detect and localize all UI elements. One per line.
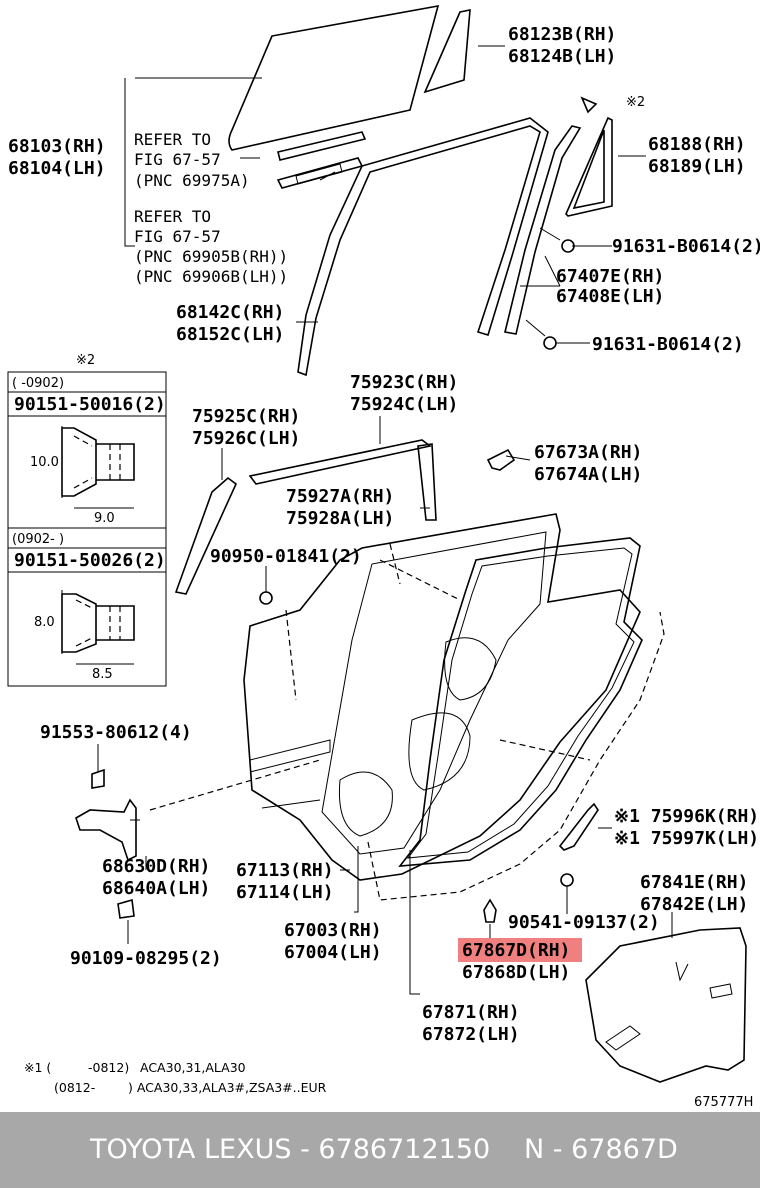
belt-clip xyxy=(295,163,343,185)
label-68123b: 68123B(RH) xyxy=(508,24,616,45)
clip-67867d-drawing xyxy=(483,898,497,923)
label-75927a: 75927A(RH) xyxy=(286,486,394,507)
glass-run-drawing xyxy=(297,117,549,377)
hole-cover-drawing xyxy=(585,927,747,1083)
inset-row1-dim-h: 10.0 xyxy=(30,455,59,470)
label-67871: 67871(RH) xyxy=(422,1002,520,1023)
belt-moulding-strip-2 xyxy=(276,157,364,189)
label-75925c: 75925C(RH) xyxy=(192,406,300,427)
door-panel-outline xyxy=(243,513,641,881)
inset-row2-dim-h: 8.0 xyxy=(34,615,55,630)
footnote-2-range: (0812- xyxy=(54,1080,95,1095)
mark-2-top: ※2 xyxy=(626,95,645,110)
label-75996k: ※1 75996K(RH) xyxy=(614,806,759,827)
door-glass-drawing xyxy=(228,4,440,151)
screw-top-icon xyxy=(580,96,598,114)
footnote-1-mark: ※1 ( xyxy=(24,1060,51,1075)
bolt-8mm-drawing xyxy=(61,593,135,653)
clip-icon xyxy=(560,873,574,887)
label-67407e: 67407E(RH) xyxy=(556,266,664,287)
inset-mark: ※2 xyxy=(76,353,95,368)
footer-part-number: TOYOTA LEXUS - 6786712150 xyxy=(90,1134,491,1165)
label-68104: 68104(LH) xyxy=(8,158,106,179)
label-75924c: 75924C(LH) xyxy=(350,394,458,415)
belt-weatherstrip-outer xyxy=(248,439,432,485)
inset-row1-dim-w: 9.0 xyxy=(94,511,115,526)
division-bar-drawing xyxy=(504,125,582,335)
figure-code: 675777H xyxy=(694,1095,753,1110)
label-75923c: 75923C(RH) xyxy=(350,372,458,393)
label-67842e: 67842E(LH) xyxy=(640,894,748,915)
door-inner-frame xyxy=(321,531,547,855)
cap-icon xyxy=(259,591,273,605)
label-67872: 67872(LH) xyxy=(422,1024,520,1045)
label-67867d: 67867D(RH) xyxy=(462,940,570,961)
hole-cover-dashed xyxy=(367,611,665,901)
refer-2-line2: FIG 67-57 xyxy=(134,227,221,246)
label-75926c: 75926C(LH) xyxy=(192,428,300,449)
label-68640a: 68640A(LH) xyxy=(102,878,210,899)
refer-1-line1: REFER TO xyxy=(134,130,211,149)
label-68630d: 68630D(RH) xyxy=(102,856,210,877)
inset-row2-date: (0902- ) xyxy=(12,532,64,547)
label-68142c: 68142C(RH) xyxy=(176,302,284,323)
footnote-1-range: -0812) xyxy=(88,1060,129,1075)
refer-2-line3: (PNC 69905B(RH)) xyxy=(134,247,288,266)
inset-box: ( -0902) 90151-50016(2) 10.0 9.0 (0902- … xyxy=(7,371,167,687)
label-67004: 67004(LH) xyxy=(284,942,382,963)
moulding-drawing xyxy=(558,802,599,851)
refer-1-line3: (PNC 69975A) xyxy=(134,171,250,190)
label-91553: 91553-80612(4) xyxy=(40,722,192,743)
inset-row1-date: ( -0902) xyxy=(12,376,64,391)
bolt-icon xyxy=(91,768,105,789)
label-75928a: 75928A(LH) xyxy=(286,508,394,529)
parts-diagram: 68123B(RH) 68124B(LH) 68103(RH) 68104(LH… xyxy=(7,4,760,1110)
footer-part-code: N - 67867D xyxy=(524,1134,678,1165)
label-67408e: 67408E(LH) xyxy=(556,286,664,307)
label-75997k: ※1 75997K(LH) xyxy=(614,828,759,849)
refer-1-line2: FIG 67-57 xyxy=(134,150,221,169)
bolt-icon xyxy=(117,898,135,919)
hinge-drawing xyxy=(75,798,137,862)
label-90541: 90541-09137(2) xyxy=(508,912,660,933)
label-67674a: 67674A(LH) xyxy=(534,464,642,485)
footnote-1-models: ACA30,31,ALA30 xyxy=(140,1060,246,1075)
footnote-2-models: ) ACA30,33,ALA3#,ZSA3#..EUR xyxy=(128,1080,327,1095)
label-68124b: 68124B(LH) xyxy=(508,46,616,67)
label-68103: 68103(RH) xyxy=(8,136,106,157)
refer-2-line1: REFER TO xyxy=(134,207,211,226)
label-91631-a: 91631-B0614(2) xyxy=(612,236,760,257)
label-90109: 90109-08295(2) xyxy=(70,948,222,969)
label-68188: 68188(RH) xyxy=(648,134,746,155)
label-68152c: 68152C(LH) xyxy=(176,324,284,345)
label-67868d: 67868D(LH) xyxy=(462,962,570,983)
footer-bar: TOYOTA LEXUS - 6786712150 N - 67867D xyxy=(0,1112,760,1188)
bolt-10mm-drawing xyxy=(61,427,135,497)
highlight-67867d xyxy=(458,938,582,962)
refer-2-line4: (PNC 69906B(LH)) xyxy=(134,267,288,286)
label-67841e: 67841E(RH) xyxy=(640,872,748,893)
quarter-frame-drawing xyxy=(565,116,613,217)
belt-weatherstrip-inner xyxy=(417,443,437,521)
screw-icon xyxy=(543,336,557,350)
belt-moulding-strip-1 xyxy=(277,131,367,161)
inset-row2-part: 90151-50026(2) xyxy=(14,550,166,571)
inset-row1-part: 90151-50016(2) xyxy=(14,394,166,415)
pillar-garnish xyxy=(174,476,237,595)
label-91631-b: 91631-B0614(2) xyxy=(592,334,744,355)
label-90950: 90950-01841(2) xyxy=(210,546,362,567)
quarter-glass-drawing xyxy=(423,9,471,94)
label-68189: 68189(LH) xyxy=(648,156,746,177)
label-67113: 67113(RH) xyxy=(236,860,334,881)
inset-row2-dim-w: 8.5 xyxy=(92,667,113,682)
clip-drawing xyxy=(486,448,516,471)
door-weatherstrip-drawing xyxy=(398,537,643,867)
label-67673a: 67673A(RH) xyxy=(534,442,642,463)
label-67114: 67114(LH) xyxy=(236,882,334,903)
label-67003: 67003(RH) xyxy=(284,920,382,941)
